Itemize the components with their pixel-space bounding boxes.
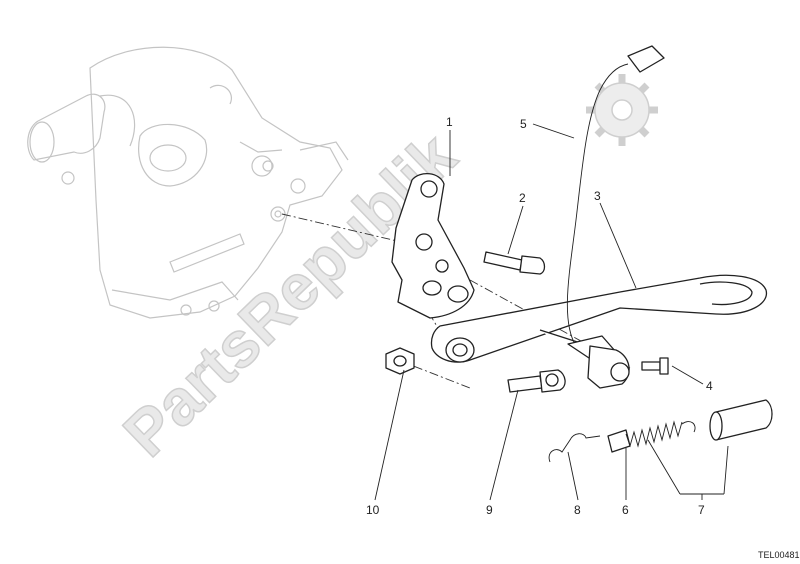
sleeve-7-part [709, 399, 773, 441]
pivot-bolt-9-part [507, 369, 566, 393]
callout-3: 3 [594, 189, 601, 203]
nut-10-part [385, 347, 415, 375]
callout-7: 7 [698, 503, 705, 517]
callout-4: 4 [706, 379, 713, 393]
callout-8: 8 [574, 503, 581, 517]
bolt-2-part [483, 251, 546, 275]
callout-10: 10 [366, 503, 380, 517]
callout-labels: 1 2 3 4 5 6 7 8 9 10 [366, 115, 713, 517]
callout-9: 9 [486, 503, 493, 517]
bracket-part [391, 173, 475, 319]
leader-lines [374, 123, 729, 501]
sensor-part [566, 45, 665, 389]
gear-icon [586, 74, 658, 146]
callout-2: 2 [519, 191, 526, 205]
watermark: PartsRepublik [109, 74, 658, 471]
engine-casing [27, 46, 349, 319]
spring-6-part [607, 420, 696, 453]
callout-6: 6 [622, 503, 629, 517]
callout-5: 5 [520, 117, 527, 131]
diagram-code: TEL00481 [758, 550, 800, 560]
side-stand-part [430, 274, 768, 373]
spring-hook-8-part [548, 433, 601, 463]
callout-1: 1 [446, 115, 453, 129]
screw-4-part [641, 357, 669, 375]
